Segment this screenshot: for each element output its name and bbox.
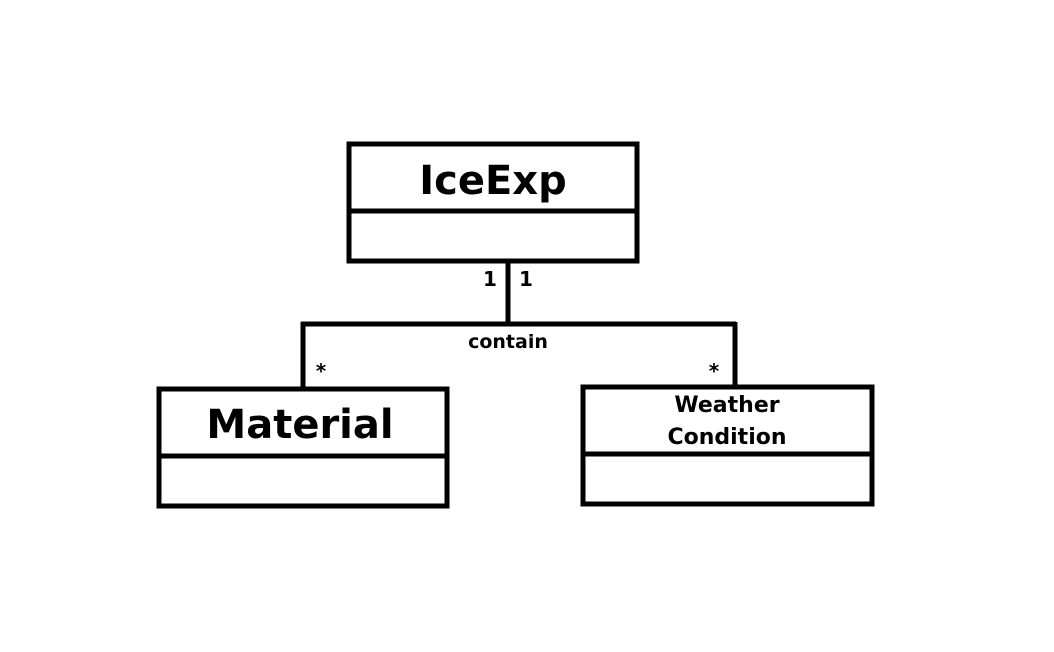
- class-weather-condition-name-line-2: Condition: [667, 425, 786, 450]
- class-material: Material: [156, 386, 450, 509]
- multiplicity-weather-condition: *: [709, 359, 720, 383]
- class-iceexp: IceExp: [346, 141, 640, 264]
- contain-association: [300, 262, 738, 389]
- class-iceexp-box: [346, 141, 640, 264]
- multiplicity-source-left: 1: [483, 267, 497, 291]
- multiplicity-material: *: [316, 359, 327, 383]
- class-material-box: [156, 386, 450, 509]
- class-weather-condition-name-line-1: Weather: [674, 393, 779, 418]
- class-iceexp-name: IceExp: [419, 158, 566, 204]
- class-weather-condition-box: [580, 384, 875, 507]
- association-name-label: contain: [468, 331, 548, 353]
- class-material-name: Material: [206, 402, 393, 448]
- class-weather-condition: Weather Condition: [580, 384, 875, 507]
- multiplicity-source-right: 1: [519, 267, 533, 291]
